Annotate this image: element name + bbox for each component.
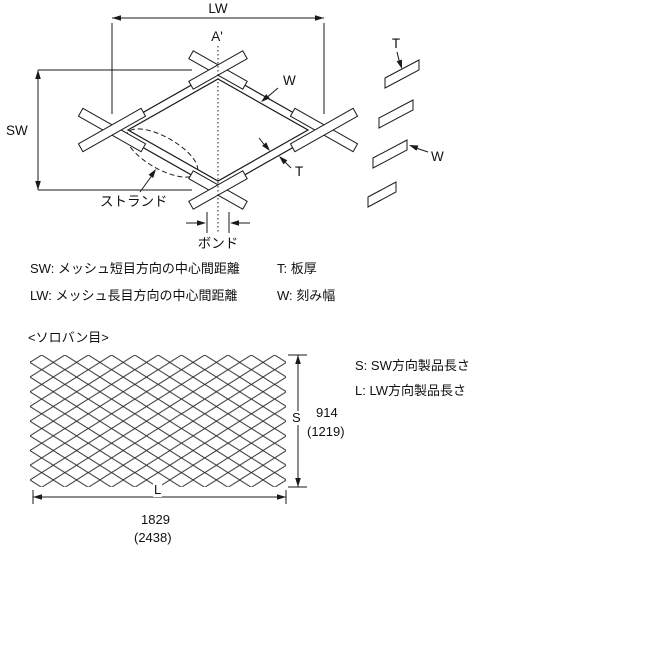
sw-dimension [37, 69, 192, 191]
sw-label: SW [6, 123, 28, 138]
lw-label: LW [208, 1, 228, 16]
s-dim-label: S [291, 410, 302, 426]
l-value-secondary: (2438) [134, 530, 172, 545]
w-leader [261, 87, 279, 102]
mesh-pattern [30, 355, 286, 487]
section-w-leader [409, 145, 429, 153]
note-s: S: SW方向製品長さ [355, 358, 470, 373]
strand-leader [139, 169, 156, 193]
lw-dimension [111, 17, 325, 114]
t-leader [258, 137, 292, 169]
section-t-label: T [392, 36, 400, 51]
l-value-primary: 1829 [141, 512, 170, 527]
section-line-label: A' [211, 29, 223, 44]
section-w-label: W [431, 149, 444, 164]
sw-arrowheads [35, 70, 41, 190]
s-value-primary: 914 [316, 405, 338, 420]
soroban-heading: <ソロバン目> [28, 330, 109, 345]
l-dim-label: L [153, 482, 163, 498]
definition-sw: SW: メッシュ短目方向の中心間距離 [30, 261, 240, 276]
definition-lw: LW: メッシュ長目方向の中心間距離 [30, 288, 238, 303]
t-label: T [295, 164, 303, 179]
bond-arrowheads [197, 220, 239, 226]
mesh-node-right [289, 107, 359, 153]
note-l: L: LW方向製品長さ [355, 383, 466, 398]
section-t-leader [396, 51, 402, 69]
definition-w: W: 刻み幅 [277, 288, 336, 303]
strand-label: ストランド [100, 194, 168, 209]
cross-section [367, 59, 420, 208]
lw-arrowheads [112, 15, 324, 21]
sl-arrowheads [33, 355, 301, 500]
s-value-secondary: (1219) [307, 424, 345, 439]
definition-t: T: 板厚 [277, 261, 317, 276]
mesh-figure [30, 354, 307, 504]
bond-label: ボンド [198, 236, 239, 251]
mesh-node-left [77, 107, 147, 153]
w-label: W [283, 73, 296, 88]
terminology-diagram: LW A' SW W T ストランド ボンド T W [6, 1, 444, 251]
